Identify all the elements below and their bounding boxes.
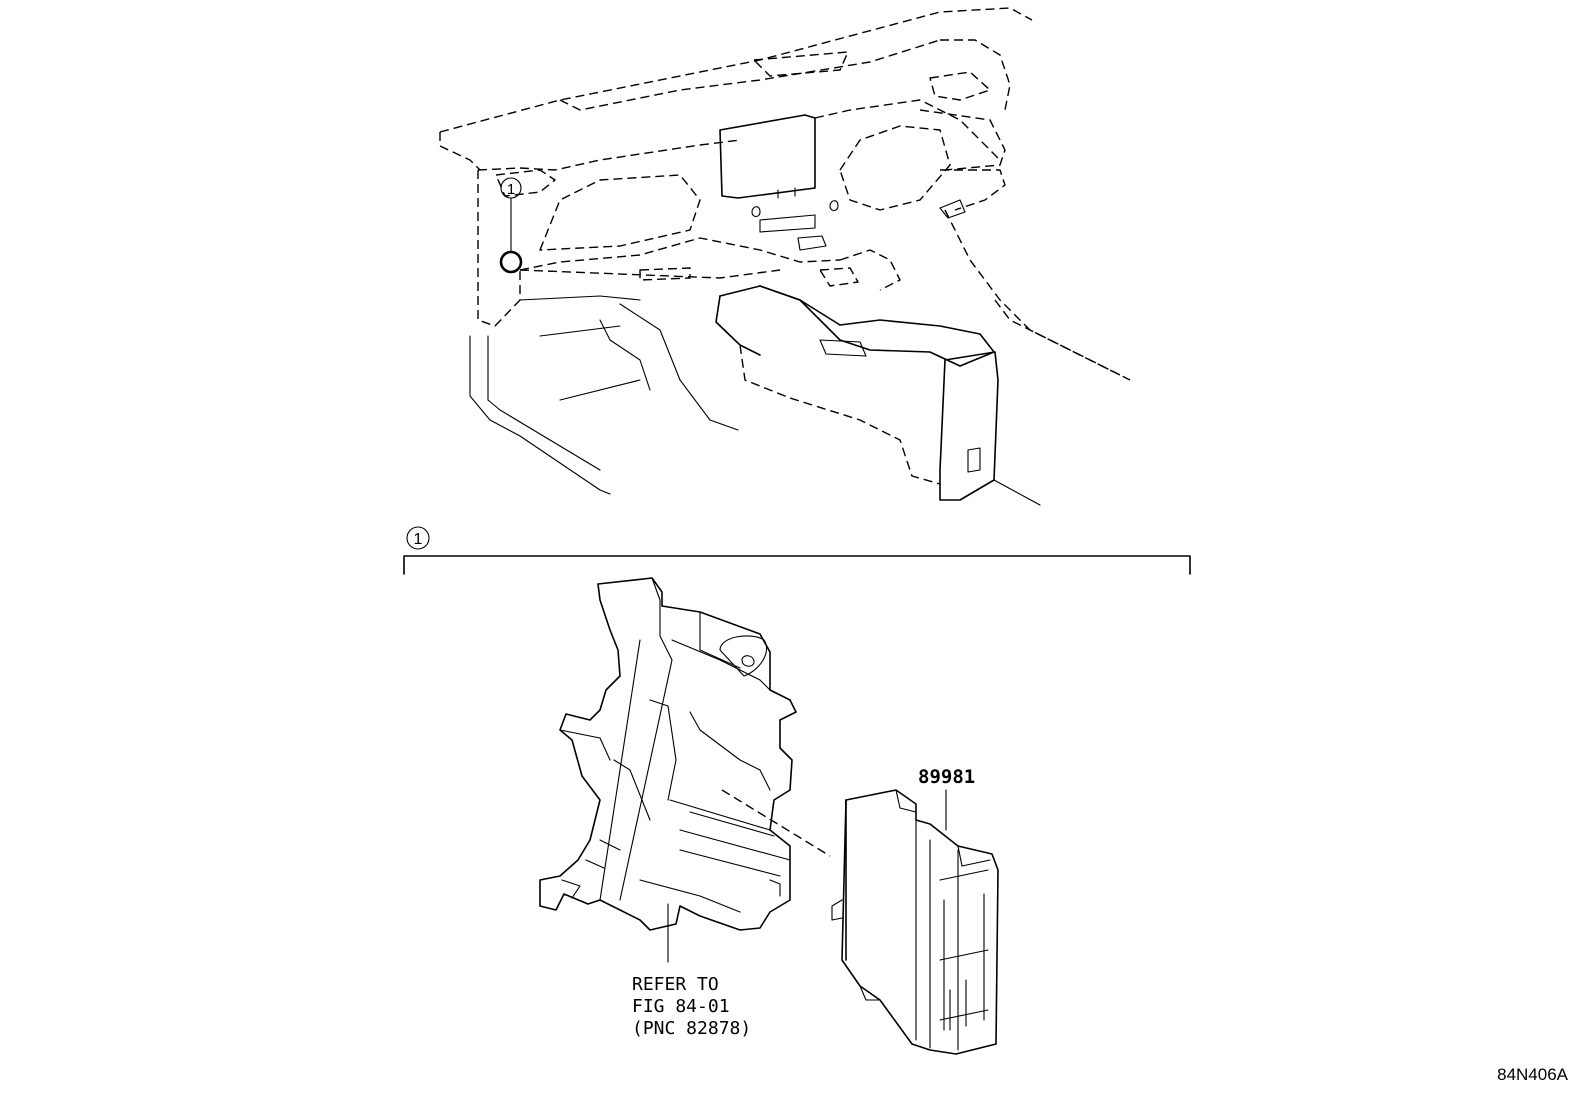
ecu-part-number: 89981	[918, 766, 975, 788]
group-callout-circle	[406, 526, 430, 550]
assembly-direction-line	[721, 789, 831, 857]
reference-note-line-3: (PNC 82878)	[632, 1018, 751, 1039]
reference-note-line-2: FIG 84-01	[632, 996, 730, 1017]
location-target-marker	[499, 250, 523, 274]
group-bracket-line	[403, 555, 1191, 575]
illustration-code: 84N406A	[1497, 1065, 1569, 1084]
mounting-bracket	[539, 577, 797, 963]
reference-note-line-1: REFER TO	[632, 974, 719, 995]
dashboard-illustration: 1	[439, 7, 1131, 506]
location-callout: 1	[499, 177, 523, 274]
group-callout-number: 1	[414, 531, 423, 548]
location-callout-number: 1	[507, 181, 515, 198]
group-callout: 1	[403, 526, 1191, 575]
ecu-module	[831, 789, 999, 1055]
